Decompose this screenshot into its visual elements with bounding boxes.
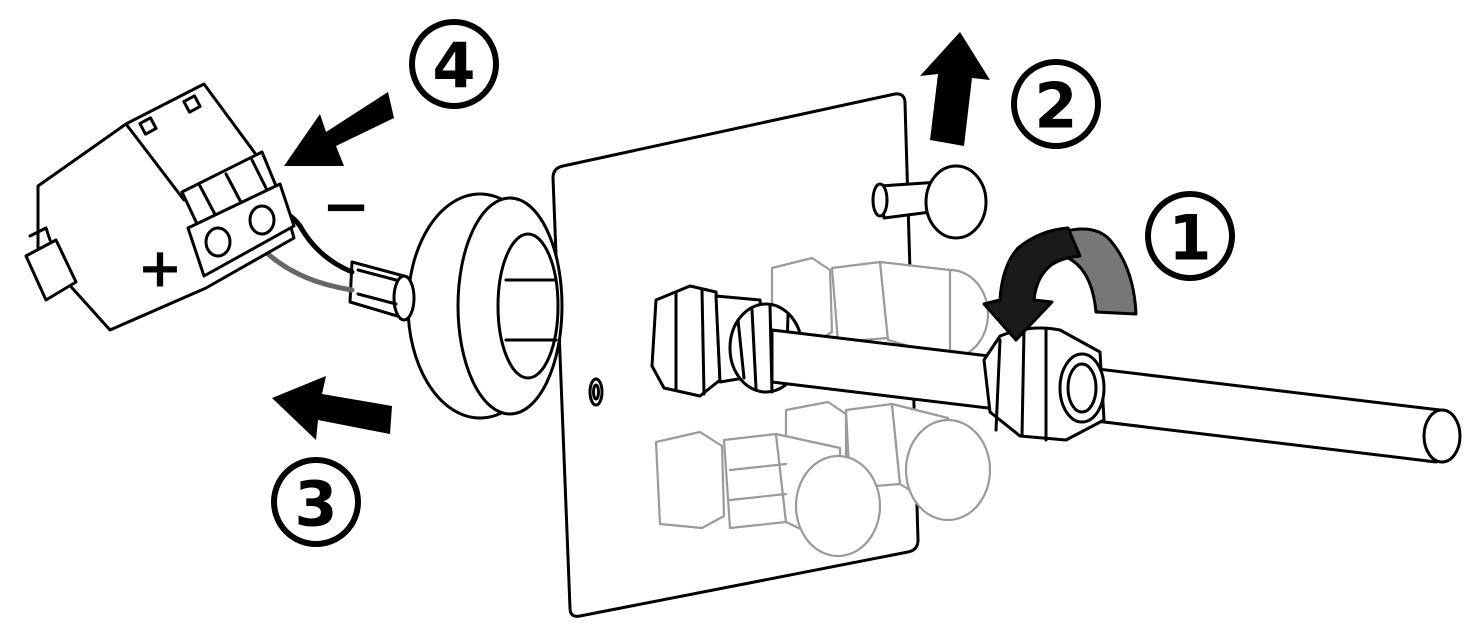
positive-label: + bbox=[137, 237, 182, 300]
step-number-4: 4 bbox=[432, 30, 475, 103]
arrow-step-2 bbox=[920, 32, 990, 146]
grommet bbox=[406, 192, 564, 420]
arrow-step-4 bbox=[284, 92, 394, 166]
step-badge-3: 3 bbox=[271, 457, 361, 547]
plug bbox=[871, 164, 988, 240]
step-badge-1: 1 bbox=[1145, 191, 1235, 281]
step-badge-2: 2 bbox=[1011, 59, 1101, 149]
step-number-1: 1 bbox=[1168, 202, 1211, 275]
rotation-arrow-icon bbox=[982, 226, 1138, 342]
arrow-step-3 bbox=[272, 376, 392, 440]
step-number-2: 2 bbox=[1034, 70, 1077, 143]
negative-label: − bbox=[322, 172, 371, 240]
step-number-3: 3 bbox=[294, 468, 337, 541]
terminal-block bbox=[24, 82, 296, 332]
step-badge-4: 4 bbox=[409, 19, 499, 109]
ghost-gland-lower-left bbox=[654, 430, 882, 558]
wires bbox=[209, 208, 416, 322]
cable-gland bbox=[650, 284, 1462, 464]
